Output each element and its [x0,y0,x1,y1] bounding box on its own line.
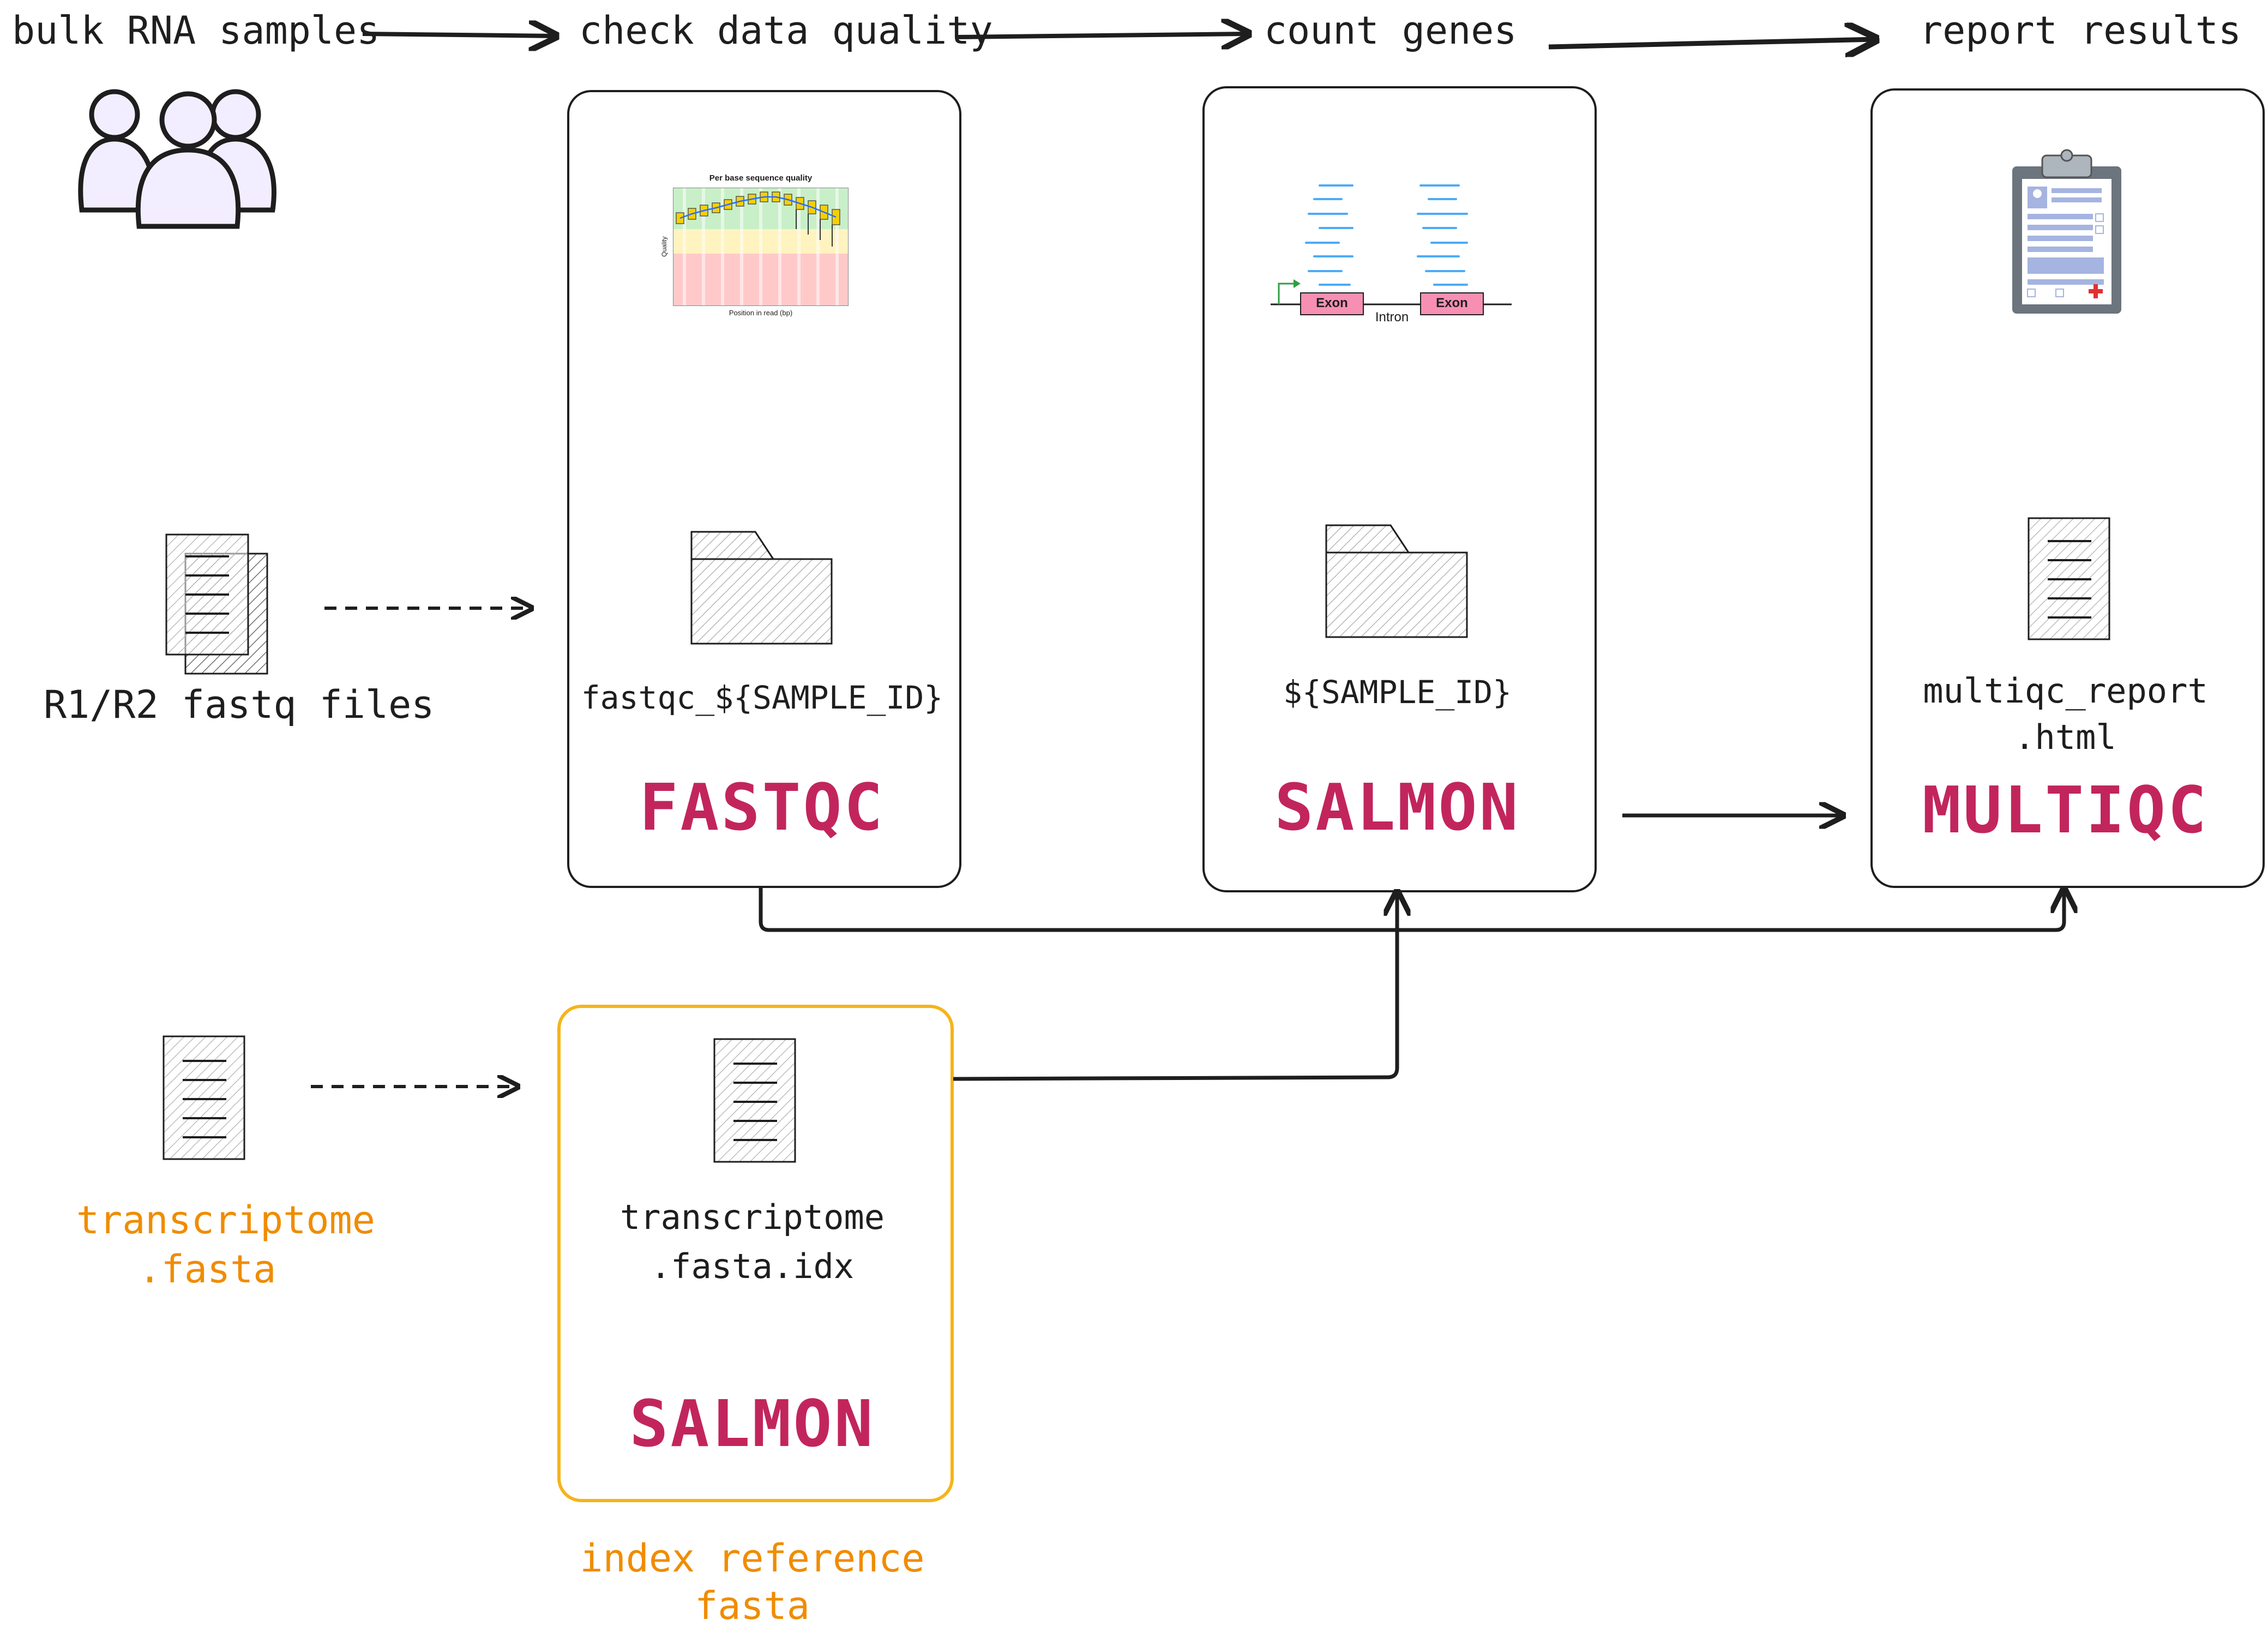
index-output-label-line2: .fasta.idx [650,1246,855,1286]
reads-input-label: R1/R2 fastq files [44,682,435,727]
transcriptome-fasta-icon [163,1035,245,1160]
step-bulk-rna-samples: bulk RNA samples [12,8,380,53]
step-count-genes: count genes [1264,8,1517,53]
salmon-output-label: ${SAMPLE_ID} [1283,674,1512,711]
multiqc-tool-label: MULTIQC [1922,772,2209,848]
fastq-files-icon [165,533,268,675]
arrow-count-to-report [1548,39,1876,47]
step-report-results: report results [1920,8,2242,53]
salmon-quant-card[interactable] [1202,86,1597,892]
quality-plot-title: Per base sequence quality [709,173,813,183]
multiqc-card[interactable] [1870,88,2265,888]
multiqc-output-label-line1: multiqc_report [1923,671,2208,711]
step-check-data-quality: check data quality [579,8,993,53]
index-output-label-line1: transcriptome [619,1197,885,1237]
arrow-qc-to-count [955,34,1249,37]
intron-label: Intron [1375,310,1409,325]
fastqc-output-label: fastqc_${SAMPLE_ID} [581,679,943,716]
reference-input-label-line1: transcriptome [76,1198,375,1243]
multiqc-output-label-line2: .html [2014,717,2116,757]
index-caption-line1: index reference [580,1536,925,1581]
reference-input-label-line2: .fasta [138,1247,276,1292]
salmon-index-tool-label: SALMON [629,1386,875,1461]
arrow-samples-to-qc [362,34,556,36]
quality-plot-xlabel: Position in read (bp) [729,309,793,317]
index-caption-line2: fasta [695,1583,810,1628]
exon-label-1: Exon [1316,296,1348,310]
exon-label-2: Exon [1436,296,1468,310]
fastqc-card[interactable] [567,90,961,888]
salmon-quant-tool-label: SALMON [1274,770,1520,845]
samples-people-icon [78,89,276,229]
quality-plot-ylabel: Quality [660,236,668,257]
fastqc-tool-label: FASTQC [639,770,885,845]
